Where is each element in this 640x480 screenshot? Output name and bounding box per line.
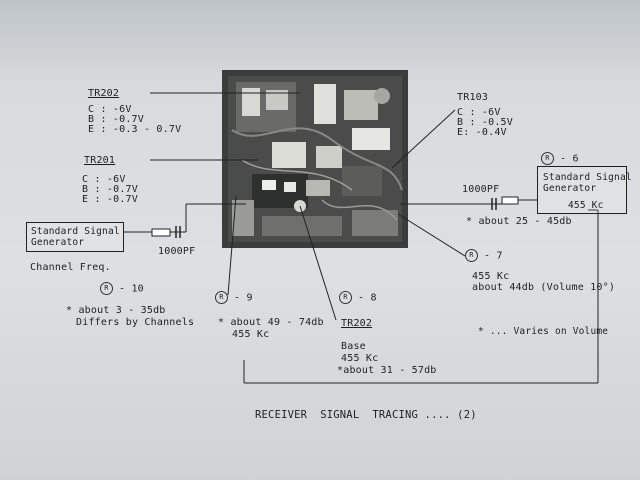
figure-caption: RECEIVER SIGNAL TRACING .... (2) [255, 409, 477, 421]
test-point-8-number: - 8 [358, 292, 377, 304]
tr201-collector: C : -6V [82, 174, 126, 185]
test-point-6: R - 6 [541, 152, 579, 165]
test-point-6-number: - 6 [560, 153, 579, 165]
test-point-8-level: *about 31 - 57db [337, 365, 437, 376]
tr202-title: TR202 [88, 88, 120, 99]
test-point-8-base: Base [341, 341, 366, 352]
test-point-7-level: about 44db (Volume 10°) [472, 282, 616, 293]
test-point-9: R - 9 [215, 291, 253, 304]
signal-generator-right: Standard Signal Generator 455 Kc [537, 166, 632, 214]
test-point-9-level: * about 49 - 74db [218, 317, 324, 328]
capacitor-right-label: 1000PF [462, 184, 500, 195]
channel-freq-label: Channel Freq. [30, 262, 111, 273]
tr202-base: B : -0.7V [88, 114, 144, 125]
r-circle-icon: R [100, 282, 113, 295]
tr201-title: TR201 [84, 155, 116, 166]
tr202-collector: C : -6V [88, 104, 132, 115]
test-point-7: R - 7 [465, 249, 503, 262]
r-circle-icon: R [339, 291, 352, 304]
generator-left-line2: Generator [31, 237, 85, 248]
circuit-board-photo [222, 70, 408, 248]
tr201-emitter: E : -0.7V [82, 194, 138, 205]
capacitor-left-label: 1000PF [158, 246, 196, 257]
test-point-7-freq: 455 Kc [472, 271, 510, 282]
tr103-base: B : -0.5V [457, 117, 513, 128]
test-point-9-number: - 9 [234, 292, 253, 304]
generator-right-line1: Standard Signal [543, 172, 632, 183]
tr103-collector: C : -6V [457, 107, 501, 118]
tr201-base: B : -0.7V [82, 184, 138, 195]
test-point-10: R - 10 [100, 282, 144, 295]
test-point-10-note: Differs by Channels [76, 317, 195, 328]
test-point-10-number: - 10 [119, 283, 144, 295]
test-point-9-freq: 455 Kc [232, 329, 270, 340]
test-point-10-level: * about 3 - 35db [66, 305, 166, 316]
r-circle-icon: R [541, 152, 554, 165]
test-point-8-freq: 455 Kc [341, 353, 379, 364]
generator-right-line2: Generator [543, 183, 597, 194]
generator-left-line1: Standard Signal [31, 226, 120, 237]
tr103-title: TR103 [457, 92, 489, 103]
test-point-8: R - 8 [339, 291, 377, 304]
tr202-emitter: E : -0.3 - 0.7V [88, 124, 182, 135]
tr103-emitter: E: -0.4V [457, 127, 507, 138]
test-point-8-title: TR202 [341, 318, 373, 329]
test-point-7-number: - 7 [484, 250, 503, 262]
signal-generator-left: Standard Signal Generator [26, 222, 124, 252]
test-point-6-level: * about 25 - 45db [466, 216, 572, 227]
generator-right-freq: 455 Kc [568, 200, 604, 211]
circuit-board-image [222, 70, 408, 248]
r-circle-icon: R [465, 249, 478, 262]
varies-on-volume-note: * ... Varies on Volume [478, 326, 609, 337]
r-circle-icon: R [215, 291, 228, 304]
